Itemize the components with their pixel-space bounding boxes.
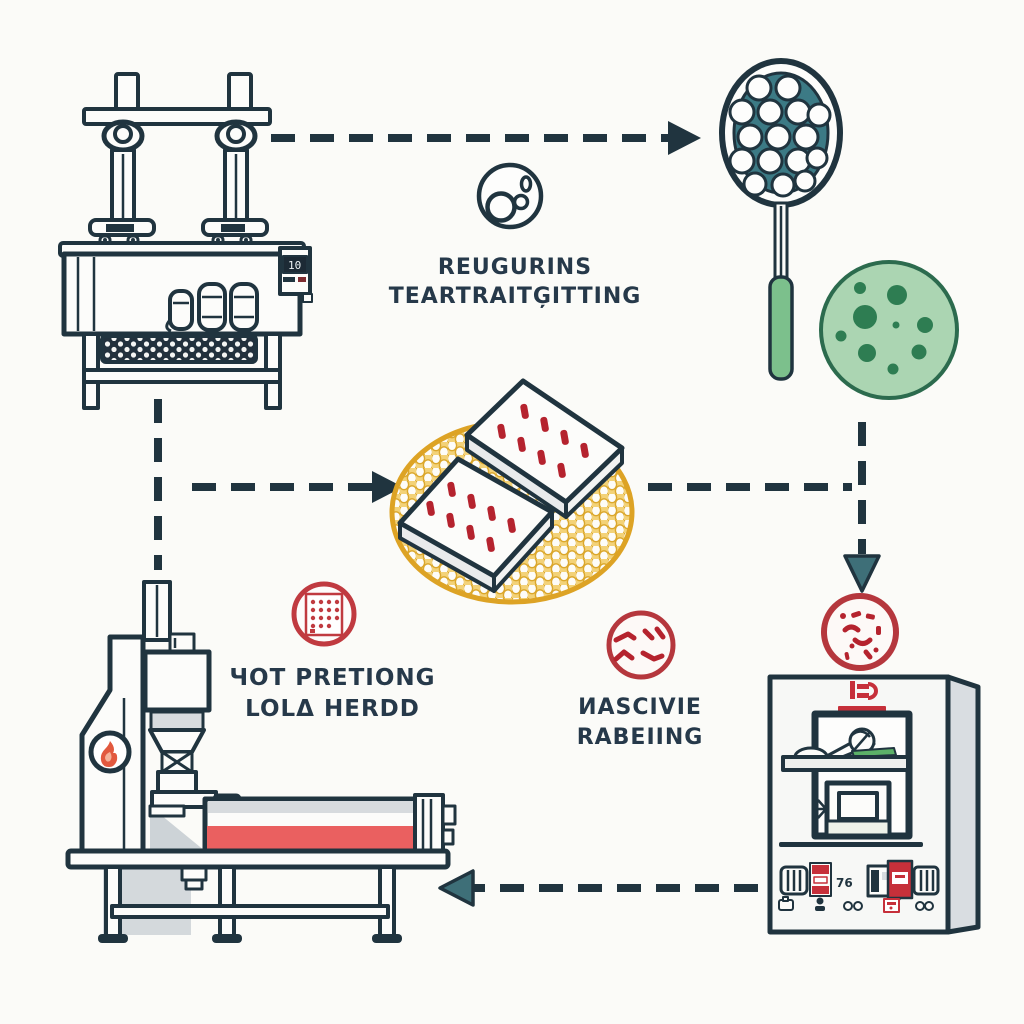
hot-press-machine bbox=[65, 580, 457, 943]
canisters bbox=[165, 282, 259, 333]
caption-pressing-line2: LOLΔ HERDD bbox=[245, 696, 420, 722]
arrow-mid-left bbox=[192, 471, 403, 503]
punch-card-stamp-icon bbox=[291, 581, 357, 647]
red-stitches bbox=[426, 481, 516, 552]
treated-sheets-on-mesh bbox=[389, 378, 635, 605]
panel-number: 76 bbox=[836, 876, 853, 890]
caption-labeling-line2: RABEIING bbox=[576, 725, 704, 750]
caption-pressing: ЧOT PRETIONG LOLΔ HERDD bbox=[205, 663, 460, 725]
caption-pressing-line1: ЧOT PRETIONG bbox=[229, 665, 436, 691]
panel-display: 10 bbox=[288, 259, 301, 272]
scatter-stamp-icon bbox=[821, 593, 899, 671]
control-panel: 10 bbox=[278, 246, 313, 303]
squiggle-stamp-icon bbox=[606, 610, 676, 680]
slab-top bbox=[464, 378, 625, 519]
caption-treating: REUGURINS TEARTRAITĢITTING bbox=[355, 253, 675, 311]
sieve-racket-icon bbox=[719, 58, 843, 381]
control-modules: 76 bbox=[779, 859, 940, 905]
mesh-conveyor-strip bbox=[100, 334, 258, 364]
labeling-cabinet-machine: 76 bbox=[767, 674, 981, 935]
arrow-right-down bbox=[843, 422, 881, 593]
arrow-top bbox=[271, 121, 701, 155]
dotted-disc-icon bbox=[819, 260, 959, 400]
caption-labeling: ИASCIVIE RABEIING bbox=[535, 693, 745, 753]
caption-treating-line1: REUGURINS bbox=[437, 255, 593, 280]
roller-washer-machine: 10 bbox=[58, 72, 313, 410]
red-stitches bbox=[497, 403, 589, 478]
slab-bottom bbox=[397, 456, 555, 593]
pulley-left-icon bbox=[101, 119, 145, 156]
arrow-bottom bbox=[438, 869, 758, 907]
caption-treating-line2: TEARTRAITĢITTING bbox=[388, 284, 642, 309]
lower-drawer bbox=[817, 780, 892, 838]
bubbles-circle-icon bbox=[476, 162, 544, 230]
racket-grip bbox=[768, 275, 794, 381]
conveyor bbox=[202, 793, 457, 857]
flame-badge-icon bbox=[88, 730, 132, 774]
mini-icons-row bbox=[778, 896, 934, 913]
sieve-holes bbox=[728, 74, 832, 198]
caption-labeling-line1: ИASCIVIE bbox=[578, 695, 702, 720]
